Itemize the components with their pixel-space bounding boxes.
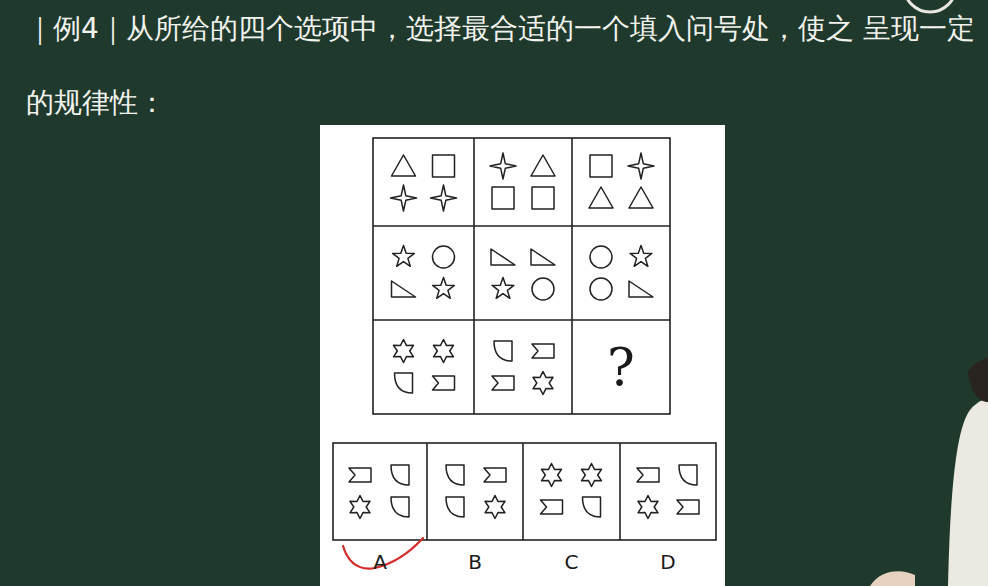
puzzle-symbol [638,496,658,519]
puzzle-symbol [532,344,554,358]
puzzle-symbol [582,464,602,487]
puzzle-symbols [349,153,699,519]
puzzle-symbol [492,376,514,390]
puzzle-symbol [637,468,659,482]
puzzle-symbol [391,185,417,211]
puzzle-symbol [349,468,371,482]
puzzle-symbol [350,496,370,519]
puzzle-symbol [491,249,515,265]
option-letter: A [373,552,387,572]
puzzle-symbol [492,187,514,209]
puzzle-symbol [630,246,652,267]
puzzle-symbol [446,465,464,485]
puzzle-symbol [433,246,455,268]
puzzle-symbol [531,155,555,176]
puzzle-grid [333,138,716,540]
puzzle-symbol [531,249,555,265]
puzzle-symbol [484,468,506,482]
option-letter: B [468,552,482,572]
option-letter: D [660,552,675,572]
puzzle-symbol [446,497,464,517]
corner-mark [904,0,956,12]
puzzle-symbol [485,496,505,519]
puzzle-symbol [392,281,416,297]
option-letter: C [565,552,579,572]
puzzle-symbol [433,155,455,177]
puzzle-symbol [677,500,699,514]
puzzle-symbol [490,153,516,179]
puzzle-symbol [392,155,416,176]
puzzle-symbol [542,464,562,487]
puzzle-symbol [434,340,454,363]
puzzle-symbol [629,281,653,297]
puzzle-symbol [395,373,413,393]
puzzle-symbol [391,497,409,517]
puzzle-symbol [679,465,697,485]
puzzle-symbol [590,278,612,300]
puzzle-symbol [590,246,612,268]
puzzle-symbol [391,465,409,485]
puzzle-symbol [629,187,653,208]
puzzle-symbol [433,278,455,299]
question-title: ｜例4｜从所给的四个选项中，选择最合适的一个填入问号处，使之 呈现一定的规律性： [26,0,986,140]
puzzle-symbol [433,376,455,390]
puzzle-symbol [492,278,514,299]
puzzle-symbol [590,155,612,177]
puzzle-symbol [393,246,415,267]
question-mark: ? [607,341,635,393]
puzzle-panel [320,125,725,586]
puzzle-symbol [533,372,553,395]
puzzle-symbol [494,341,512,361]
puzzle-symbol [532,278,554,300]
puzzle-symbol [583,497,601,517]
puzzle-symbol [394,340,414,363]
puzzle-symbol [541,500,563,514]
puzzle-symbol [589,187,613,208]
puzzle-symbol [628,153,654,179]
teacher-figure [870,358,988,586]
puzzle-symbol [431,185,457,211]
puzzle-symbol [532,187,554,209]
